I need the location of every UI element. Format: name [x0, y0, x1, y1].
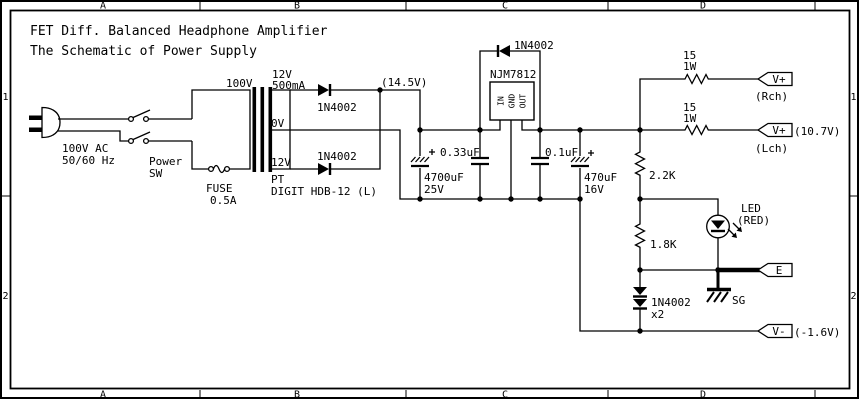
- grid-row-1-right: 1: [850, 92, 856, 103]
- protection-diode-label: 1N4002: [514, 39, 554, 52]
- resistor-2k2: [634, 150, 646, 180]
- vplus-tag-rch: [756, 71, 793, 87]
- grid-col-c-bottom: C: [502, 390, 508, 400]
- grid-row-1-left: 1: [2, 92, 8, 103]
- r-2k2-label: 2.2K: [649, 169, 676, 182]
- diode-top-label: 1N4002: [317, 101, 357, 114]
- cap-470uf-voltage: 16V: [584, 183, 604, 196]
- rectifier-diodes: 1N4002 1N4002 (14.5V): [290, 76, 758, 332]
- ac-voltage-label: 100V AC: [62, 142, 108, 155]
- vminus-tag: [756, 323, 793, 339]
- bias-diode-label: 1N4002: [651, 296, 691, 309]
- r-lch-value: 15: [683, 101, 696, 114]
- ground-output: SG E: [706, 262, 793, 307]
- bias-network: 2.2K 1.8K 1N4002 x2: [633, 130, 719, 331]
- grid-row-2-right: 2: [850, 291, 856, 302]
- r-lch-power: 1W: [683, 112, 697, 125]
- ac-freq-label: 50/60 Hz: [62, 154, 115, 167]
- schematic-subtitle: The Schematic of Power Supply: [30, 44, 257, 59]
- dc-rails: [420, 120, 758, 199]
- grid-col-d-top: D: [700, 1, 706, 12]
- cap-01uf: 0.1uF: [531, 130, 578, 199]
- cap-01uf-label: 0.1uF: [545, 146, 578, 159]
- output-rch: 15 1W V+ (Rch): [639, 49, 793, 130]
- ac-plug: 100V AC 50/60 Hz: [29, 106, 115, 167]
- plus-sign: [588, 150, 594, 156]
- fuse-label: FUSE: [206, 182, 233, 195]
- secondary-12v-top-label: 12V: [272, 68, 292, 81]
- r-rch-value: 15: [683, 49, 696, 62]
- regulator-pin-out: OUT: [519, 94, 528, 109]
- primary-wiring: [58, 118, 192, 142]
- cap-470uf: 470uF 16V: [570, 130, 617, 199]
- grid-col-c-top: C: [502, 1, 508, 12]
- regulator: 1N4002 NJM7812 IN GND OUT: [479, 39, 554, 130]
- grid-row-2-left: 2: [2, 291, 8, 302]
- output-voltage-label: (10.7V): [794, 125, 840, 138]
- regulator-body: [489, 81, 535, 121]
- regulator-pin-gnd: GND: [508, 94, 517, 109]
- led-indicator: LED (RED): [706, 202, 770, 239]
- plus-sign: [429, 149, 435, 155]
- diode-bottom-symbol: [318, 163, 329, 175]
- grid-col-b-bottom: B: [294, 390, 300, 400]
- grid-col-a-bottom: A: [100, 390, 106, 400]
- cap-033uf-label: 0.33uF: [440, 146, 480, 159]
- power-switch: Power SW: [127, 109, 182, 180]
- fuse-element: [212, 164, 226, 174]
- resistor-15-lch: [683, 124, 710, 136]
- diode-top-symbol: [318, 84, 329, 96]
- grid-col-b-top: B: [294, 1, 300, 12]
- cap-470uf-label: 470uF: [584, 171, 617, 184]
- grid-col-d-bottom: D: [700, 390, 706, 400]
- bias-diode-1-symbol: [633, 287, 647, 295]
- led-label: LED: [741, 202, 761, 215]
- bias-diode-2-symbol: [633, 299, 647, 307]
- grid-col-a-top: A: [100, 1, 106, 12]
- primary-voltage-label: 100V: [226, 77, 253, 90]
- vminus-tag-label: V-: [772, 325, 785, 338]
- sg-label: SG: [732, 294, 745, 307]
- protection-diode-symbol: [499, 45, 510, 57]
- transformer: 100V 12V 500mA 0V 12V PT DIGIT HDB-12 (L…: [191, 68, 377, 207]
- vplus-tag-lch: [756, 122, 793, 138]
- regulator-pin-in: IN: [497, 96, 506, 106]
- resistor-1k8: [634, 222, 646, 252]
- cap-4700uf-voltage: 25V: [424, 183, 444, 196]
- rch-label: (Rch): [755, 90, 788, 103]
- power-sw-label-1: Power: [149, 155, 182, 168]
- secondary-current-label: 500mA: [272, 79, 305, 92]
- r-rch-power: 1W: [683, 60, 697, 73]
- secondary-0v-label: 0V: [271, 117, 285, 130]
- regulator-label: NJM7812: [490, 68, 536, 81]
- bias-diode-count: x2: [651, 308, 664, 321]
- cap-4700uf: 4700uF 25V: [410, 130, 464, 199]
- led-color-label: (RED): [737, 214, 770, 227]
- cap-033uf: 0.33uF: [440, 130, 489, 199]
- transformer-ref-label: PT: [271, 173, 285, 186]
- vminus-output: V- (-1.6V): [756, 323, 840, 339]
- vminus-voltage-label: (-1.6V): [794, 326, 840, 339]
- vplus-tag-rch-label: V+: [772, 73, 786, 86]
- title-block: FET Diff. Balanced Headphone Amplifier T…: [30, 24, 328, 59]
- r-1k8-label: 1.8K: [650, 238, 677, 251]
- lch-label: (Lch): [755, 142, 788, 155]
- fuse-rating-label: 0.5A: [210, 194, 237, 207]
- vplus-tag-lch-label: V+: [772, 124, 786, 137]
- schematic-title: FET Diff. Balanced Headphone Amplifier: [30, 24, 328, 39]
- output-lch: 15 1W V+ (Lch) (10.7V): [683, 101, 840, 155]
- secondary-12v-bottom-label: 12V: [271, 156, 291, 169]
- rectified-voltage-label: (14.5V): [381, 76, 427, 89]
- diode-bottom-label: 1N4002: [317, 150, 357, 163]
- e-tag-label: E: [776, 264, 783, 277]
- junction-dots: [377, 87, 721, 334]
- cap-4700uf-label: 4700uF: [424, 171, 464, 184]
- e-tag: [756, 262, 793, 278]
- transformer-part-label: DIGIT HDB-12 (L): [271, 185, 377, 198]
- power-sw-label-2: SW: [149, 167, 163, 180]
- resistor-15-rch: [683, 73, 710, 85]
